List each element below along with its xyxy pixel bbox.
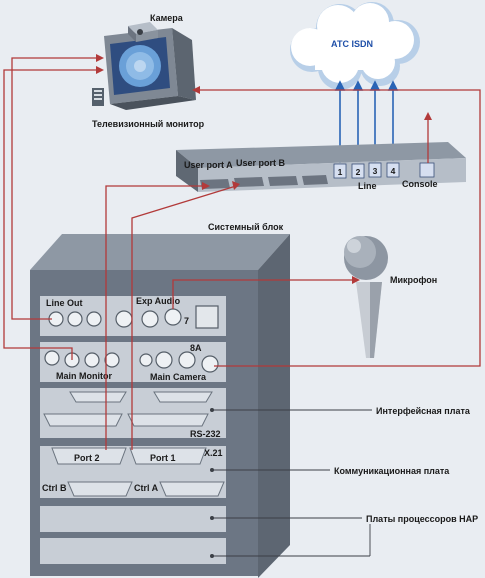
cpu-board-1 — [40, 506, 226, 532]
rs232-label: RS-232 — [190, 429, 221, 439]
eight-a-label: 8A — [190, 343, 202, 353]
port2-label: Port 2 — [74, 453, 100, 463]
line-port-4-num: 4 — [391, 166, 396, 176]
main-camera-label: Main Camera — [150, 372, 207, 382]
comm-connectors — [51, 447, 225, 497]
line-port-4 — [386, 162, 400, 178]
camera-label: Камера — [150, 13, 184, 23]
user-port-a-label: User port A — [184, 160, 233, 170]
tv-monitor-label: Телевизионный монитор — [92, 119, 205, 129]
tv-monitor — [92, 28, 196, 110]
comm-board-label: Коммуникационная плата — [334, 466, 450, 476]
cpu-board-2 — [40, 538, 226, 564]
line-port-2 — [351, 163, 365, 179]
exp-audio-label: Exp Audio — [136, 296, 181, 306]
line-port-3-num: 3 — [373, 166, 378, 176]
microphone-label: Микрофон — [390, 275, 437, 285]
red-arrowheads — [96, 54, 432, 284]
ctrl-a-label: Ctrl A — [134, 483, 159, 493]
camera-icon — [128, 22, 158, 42]
isdn-label: АТС ISDN — [331, 39, 373, 49]
line-port-3 — [368, 162, 382, 178]
system-unit-label: Системный блок — [208, 222, 284, 232]
isdn-cloud: АТС ISDN — [290, 2, 420, 90]
microphone-icon — [344, 236, 388, 358]
line-label: Line — [358, 181, 377, 191]
leader-lines — [212, 409, 372, 557]
console-port — [419, 162, 435, 178]
exp-audio-7-label: 7 — [184, 316, 189, 326]
line-port-1 — [333, 163, 347, 179]
audio-connectors — [48, 305, 219, 329]
port1-label: Port 1 — [150, 453, 176, 463]
cpu-boards-label: Платы процессоров НАР — [366, 514, 478, 524]
interface-board-label: Интерфейсная плата — [376, 406, 471, 416]
ctrl-b-label: Ctrl B — [42, 483, 67, 493]
system-unit — [30, 234, 290, 578]
line-out-label: Line Out — [46, 298, 83, 308]
main-monitor-label: Main Monitor — [56, 371, 112, 381]
console-label: Console — [402, 179, 438, 189]
x21-label: X.21 — [204, 448, 223, 458]
video-connectors — [44, 350, 219, 373]
line-port-2-num: 2 — [356, 167, 361, 177]
red-cables — [3, 57, 481, 450]
user-port-b-label: User port B — [236, 158, 286, 168]
leader-dots — [210, 408, 214, 558]
line-port-1-num: 1 — [338, 167, 343, 177]
terminal-adapter — [176, 142, 466, 192]
